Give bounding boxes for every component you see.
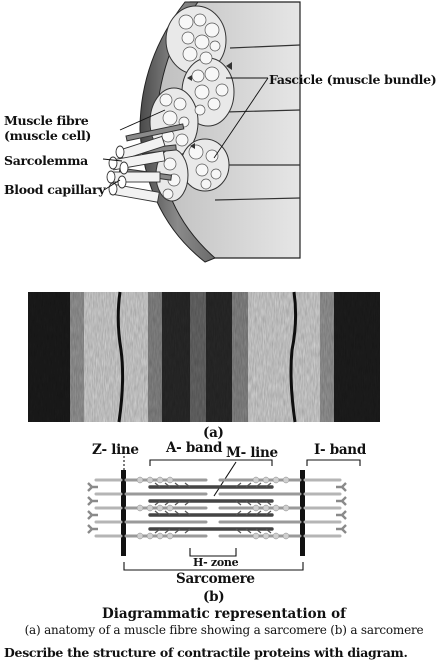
figure-caption-line2: (a) anatomy of a muscle fibre showing a …: [0, 623, 448, 637]
sarcomere-caption: (b): [203, 589, 224, 605]
sarcomere-illustration: [0, 0, 448, 600]
m-line-label: M- line: [226, 445, 278, 461]
z-line-label: Z- line: [92, 442, 139, 458]
a-band-label: A- band: [166, 440, 222, 456]
i-band-label: I- band: [314, 442, 366, 458]
h-zone-label: H- zone: [193, 556, 238, 569]
sarcomere-label: Sarcomere: [176, 571, 255, 587]
figure-caption-line1: Diagrammatic representation of: [0, 606, 448, 622]
question-text: Describe the structure of contractile pr…: [4, 645, 408, 660]
